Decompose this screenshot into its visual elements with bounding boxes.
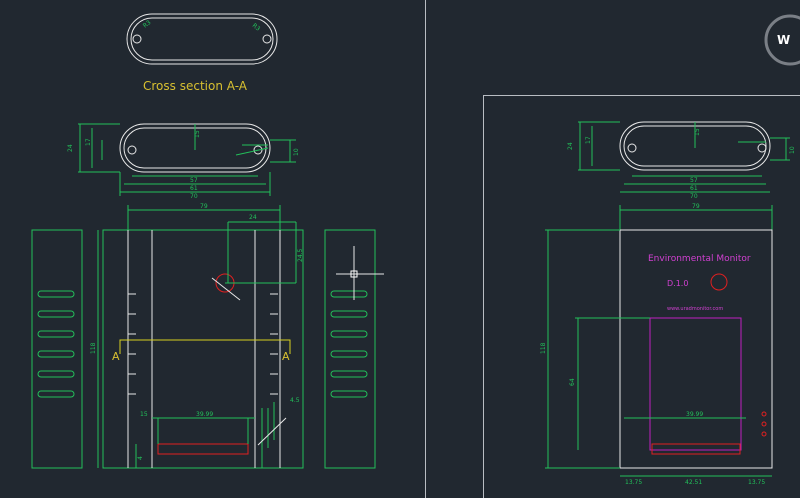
dim-17-right: 17 [585, 136, 592, 144]
display-cutout-right [651, 443, 741, 455]
section-label-a-left: A [112, 350, 120, 363]
dim-24-5-hole: 24.5 [297, 248, 304, 262]
side-panel-right [324, 229, 376, 469]
crosshair-cursor [336, 246, 384, 300]
dim-64-right: 64 [569, 378, 576, 386]
vent-slot [330, 370, 368, 378]
display-window [649, 317, 742, 451]
sensor-hole-right [710, 273, 728, 291]
svg-text:R3: R3 [251, 22, 262, 33]
dim-118-right: 118 [540, 342, 547, 354]
small-dims-cluster [257, 402, 287, 468]
dim-39-99-left: 39.99 [196, 411, 213, 418]
cross-section-title: Cross section A-A [143, 79, 248, 93]
cross-section-profile: R3 R3 [126, 13, 278, 65]
rail-marks [128, 293, 278, 395]
vent-slot [37, 350, 75, 358]
vent-slot [37, 290, 75, 298]
dim-4-left: 4 [137, 456, 144, 460]
dim-79-right: 79 [692, 203, 700, 210]
dim-70-right: 70 [690, 193, 698, 200]
right-viewport[interactable]: W 24 17 15 10 57 61 70 [540, 14, 800, 486]
dim-57-left: 57 [190, 177, 198, 184]
vent-slot [37, 310, 75, 318]
section-line-a-a [119, 339, 291, 354]
dim-10-left: 10 [293, 148, 300, 156]
vent-slot [330, 330, 368, 338]
led-1 [761, 411, 767, 417]
dim-42-51: 42.51 [685, 479, 702, 486]
dim-118-left: 118 [90, 342, 97, 354]
vent-slot [330, 290, 368, 298]
viewcube-compass[interactable]: W [764, 14, 800, 66]
vent-slot [330, 310, 368, 318]
section-label-a-right: A [282, 350, 290, 363]
device-url: www.uradmonitor.com [667, 306, 723, 312]
end-profile-dimensioned [78, 123, 296, 196]
end-profile-right [578, 121, 790, 193]
dim-15-bottom-left: 15 [140, 411, 148, 418]
dim-24-hole: 24 [249, 214, 257, 221]
vent-slot [37, 390, 75, 398]
dim-15-left: 15 [194, 130, 201, 138]
display-cutout [157, 443, 249, 455]
dim-24-right: 24 [567, 142, 574, 150]
vent-slots [37, 290, 368, 398]
led-2 [761, 421, 767, 427]
front-face-right [545, 229, 773, 469]
dim-10-right: 10 [789, 146, 796, 154]
dim-79-left: 79 [200, 203, 208, 210]
dim-70-left: 70 [190, 193, 198, 200]
dim-17-left: 17 [85, 138, 92, 146]
vent-slot [37, 370, 75, 378]
vent-slot [37, 330, 75, 338]
dim-4-5-left: 4.5 [290, 397, 300, 404]
paper-sheet-border [483, 95, 800, 498]
dim-24-left: 24 [67, 144, 74, 152]
front-view [102, 229, 304, 469]
device-version: D.1.0 [667, 279, 688, 288]
device-title: Environmental Monitor [648, 254, 751, 264]
dim-15-right: 15 [694, 128, 701, 136]
dim-61-right: 61 [690, 185, 698, 192]
left-viewport[interactable]: R3 R3 Cross section A-A 2 [31, 13, 384, 469]
dim-39-99-right: 39.99 [686, 411, 703, 418]
dim-57-right: 57 [690, 177, 698, 184]
led-3 [761, 431, 767, 437]
viewcube-label: W [777, 33, 790, 47]
dim-13-75-left: 13.75 [625, 479, 642, 486]
svg-text:R3: R3 [142, 19, 153, 30]
vent-slot [330, 350, 368, 358]
side-panel-left [31, 229, 83, 469]
vent-slot [330, 390, 368, 398]
dim-61-left: 61 [190, 185, 198, 192]
dim-13-75-right: 13.75 [748, 479, 765, 486]
